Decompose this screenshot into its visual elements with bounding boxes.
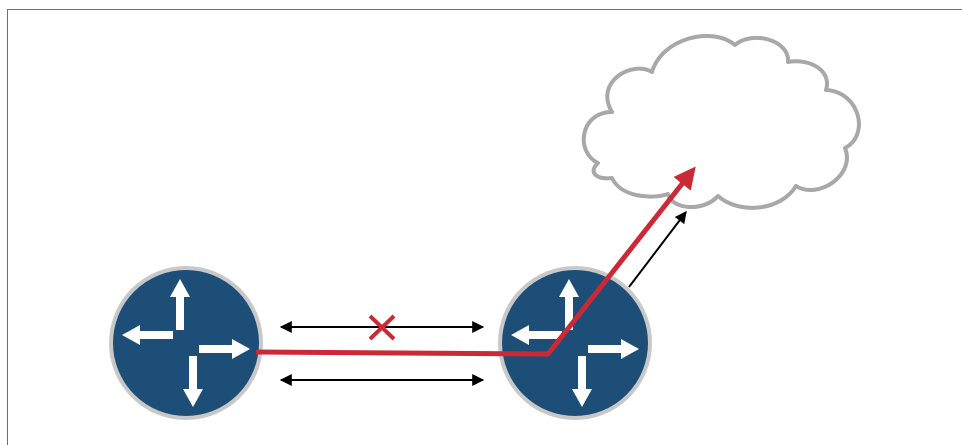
- diagram-frame: [7, 9, 962, 445]
- router-icon: [498, 266, 652, 420]
- router-icon: [109, 266, 263, 420]
- x-icon: [368, 314, 396, 341]
- link-router-to-cloud: [628, 211, 687, 288]
- highlighted-path: [255, 166, 696, 357]
- cloud-icon: [581, 34, 861, 210]
- router-right: [498, 266, 652, 420]
- router-left: [109, 266, 263, 420]
